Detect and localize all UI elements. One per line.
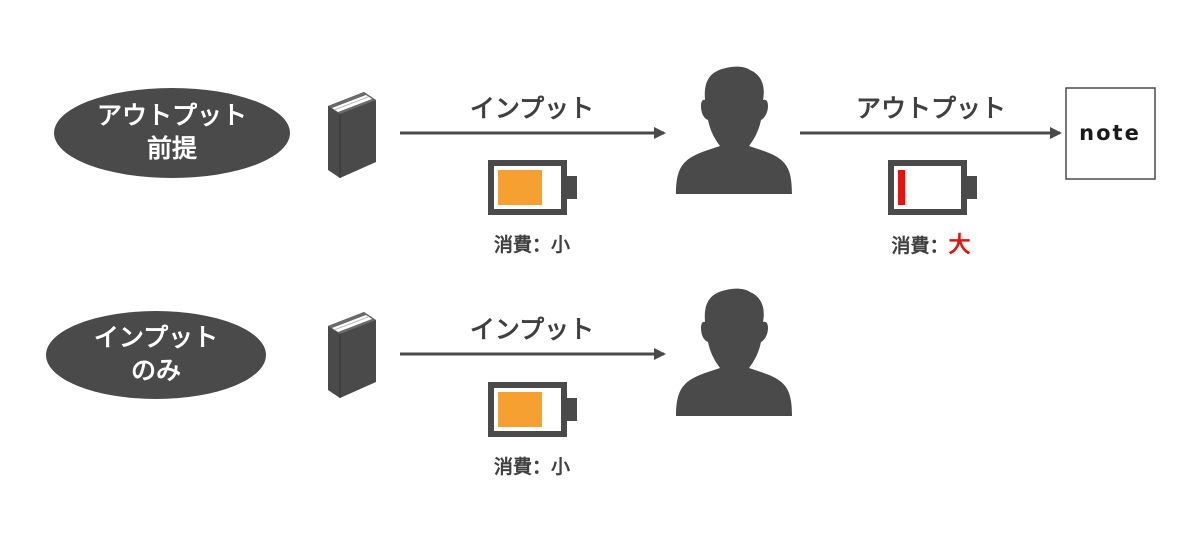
pill-line2: 前提 xyxy=(147,134,198,163)
row-input-only: インプット のみ インプット 消費：小 xyxy=(46,288,792,478)
battery-icon xyxy=(488,160,577,215)
note-logo-text: note xyxy=(1079,121,1141,145)
pill-line1: インプット xyxy=(94,323,218,352)
book-icon xyxy=(327,311,377,399)
input-label: インプット xyxy=(470,94,594,123)
pill-line1: アウトプット xyxy=(97,101,247,130)
pill-line2: のみ xyxy=(131,356,181,385)
pill-output-premise: アウトプット 前提 xyxy=(54,88,290,178)
battery-icon xyxy=(888,160,977,215)
consumption-label-high: 消費：大 xyxy=(891,233,970,258)
input-label: インプット xyxy=(470,315,594,344)
battery-level xyxy=(498,392,542,427)
person-icon xyxy=(676,288,792,416)
battery-level-low xyxy=(898,170,905,205)
book-icon xyxy=(327,91,377,179)
consumption-label: 消費：小 xyxy=(494,233,570,256)
pill-input-only: インプット のみ xyxy=(46,311,266,399)
note-logo: note xyxy=(1065,87,1156,180)
consumption-label: 消費：小 xyxy=(494,455,570,478)
row-output-premise: アウトプット 前提 インプット 消費：小 アウトプット 消費：大 note xyxy=(54,66,1156,258)
output-label: アウトプット xyxy=(856,94,1006,123)
person-icon xyxy=(676,66,792,194)
battery-icon xyxy=(488,382,577,437)
battery-level xyxy=(498,170,542,205)
